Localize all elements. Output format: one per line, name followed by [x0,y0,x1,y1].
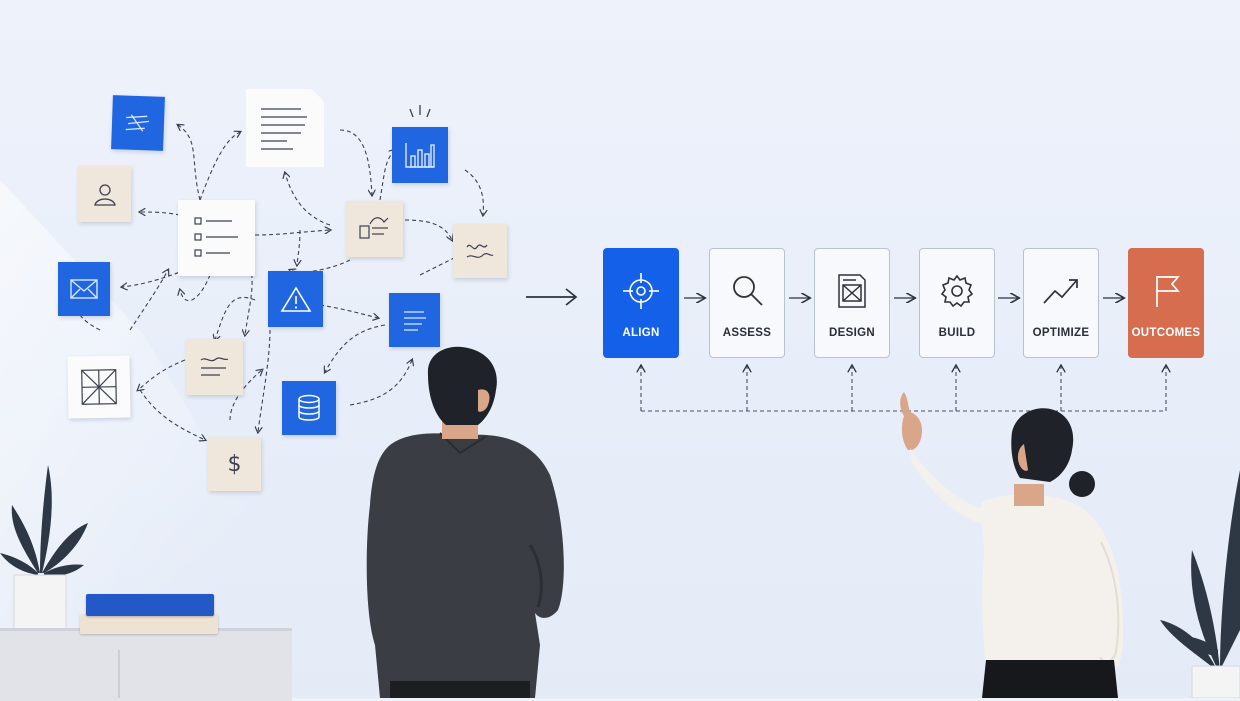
potted-plant-right [1160,470,1240,698]
note-handwriting [453,224,507,278]
step-assess: ASSESS [709,248,785,358]
trend-up-icon [1043,279,1078,304]
cabinet [0,628,292,701]
note-dollar: $ [208,437,261,491]
magnifier-icon [733,276,763,306]
potted-plant-left [0,465,88,634]
note-bar-chart [392,127,448,183]
arrow-right-icon [526,288,578,306]
note-warning [268,271,323,327]
step-label: OUTCOMES [1131,327,1201,339]
woman-figure [900,392,1124,698]
book-beige [80,614,218,634]
step-label: BUILD [938,327,976,339]
note-database [282,381,336,435]
note-text-lines [389,293,440,347]
step-align: ALIGN [603,248,679,358]
step-label: ALIGN [622,327,660,339]
step-build: BUILD [919,248,995,358]
blueprint-icon [838,274,866,308]
gear-icon [940,274,974,308]
note-grid-diagram [67,355,131,419]
step-label: OPTIMIZE [1032,327,1090,339]
man-figure [366,346,564,698]
document-page [246,89,324,167]
note-user-profile [78,166,131,222]
note-sketch [346,201,403,257]
step-design: DESIGN [814,248,890,358]
note-mail [58,262,110,316]
checklist-card [178,200,255,276]
flag-icon [1156,276,1180,307]
step-optimize: OPTIMIZE [1023,248,1099,358]
step-label: DESIGN [829,327,875,339]
book-blue [86,594,214,616]
dollar-sign: $ [227,451,242,477]
cabinet-divider [118,650,120,698]
spark-lines [409,105,431,118]
step-label: ASSESS [722,327,772,339]
step-outcomes: OUTCOMES [1128,248,1204,358]
crosshair-icon [623,273,659,309]
note-notes [186,339,243,395]
note-blue-scribble [111,95,165,151]
